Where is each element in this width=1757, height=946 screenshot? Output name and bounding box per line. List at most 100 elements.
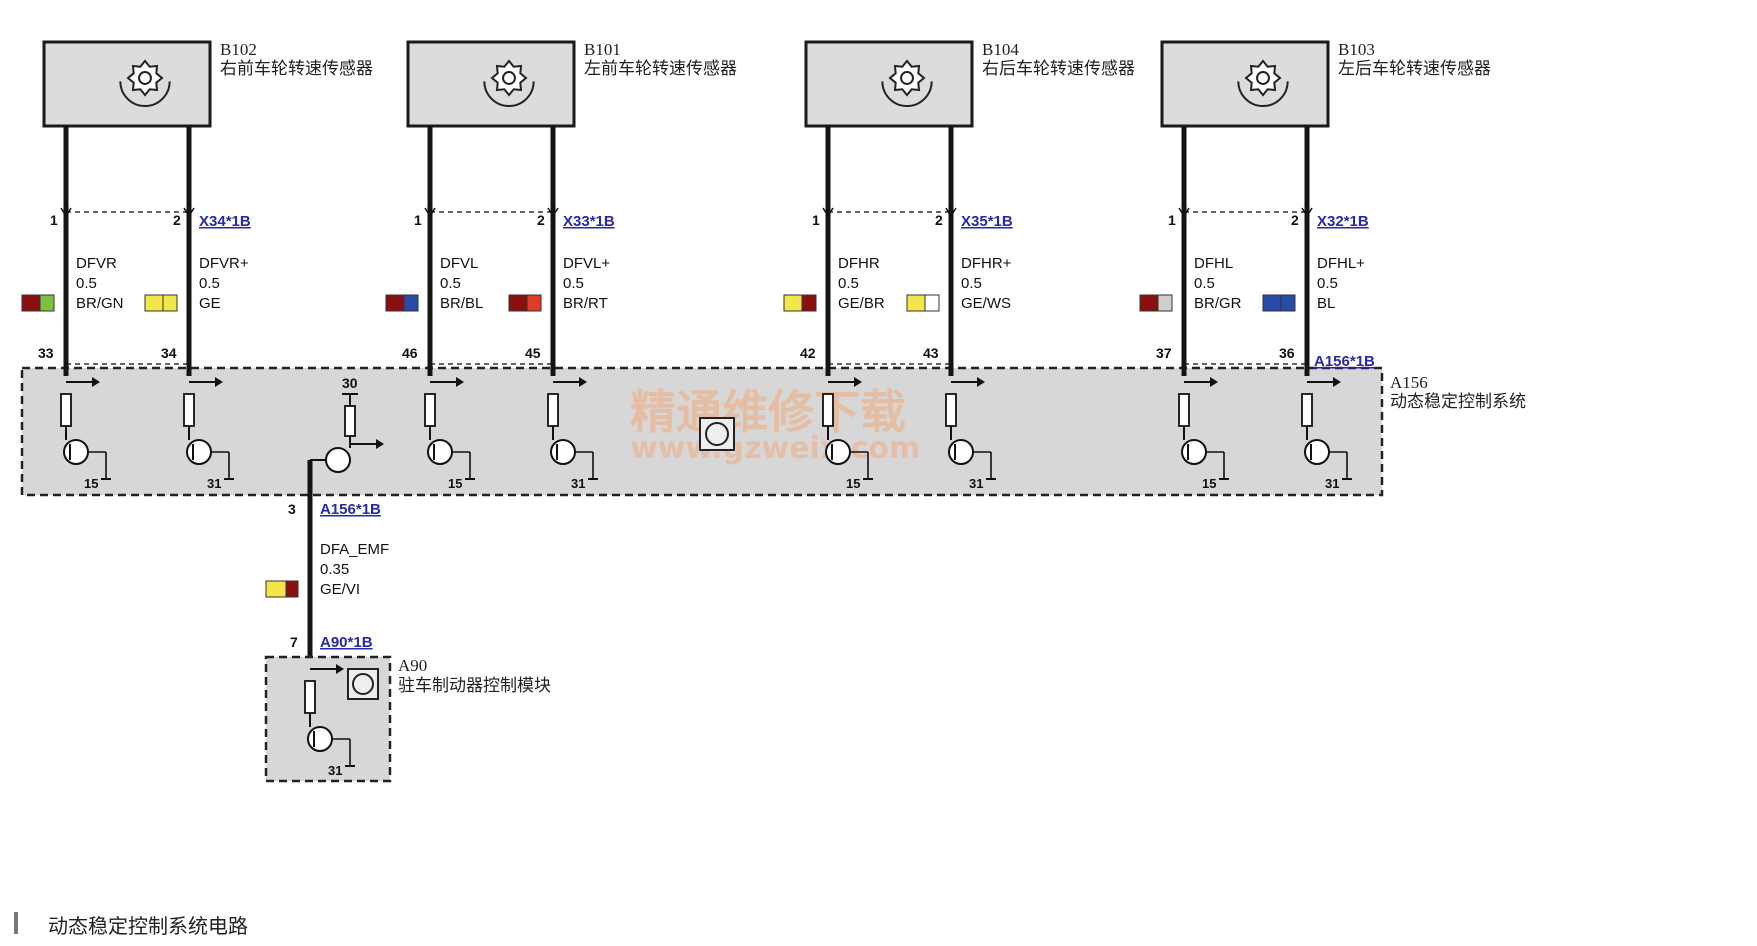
transistor-icon <box>427 439 453 465</box>
gear-icon <box>1237 59 1289 107</box>
wire-swatch <box>1139 294 1159 312</box>
transistor-stage: 31 <box>547 377 598 491</box>
connector-label: X34*1B <box>199 213 251 230</box>
sensor-box <box>406 40 576 128</box>
sensor-code: B101 <box>584 40 621 59</box>
arrow-icon <box>456 377 464 387</box>
sensor-b101: B101左前车轮转速传感器X33*1B1DFVL0.5BR/BL46152DFV… <box>385 40 737 491</box>
output-pin-label: 3 <box>288 501 296 517</box>
wire-signal: DFHR <box>838 255 880 272</box>
wire-swatch <box>385 294 405 312</box>
caption-marker <box>14 912 18 934</box>
gear-icon <box>881 59 933 107</box>
wire-swatch <box>783 294 803 312</box>
wire-color: BR/BL <box>440 295 483 312</box>
gear-icon <box>483 59 535 107</box>
transistor-stage: 15 <box>60 377 111 491</box>
wire-swatch <box>144 294 164 312</box>
ground-label: 15 <box>1202 476 1216 491</box>
wire-size: 0.5 <box>440 275 461 292</box>
gear-arc <box>119 81 171 107</box>
watermark-text: 精通维修下载 <box>630 385 906 439</box>
pin-top-label: 1 <box>812 212 820 228</box>
wire-signal: DFVR+ <box>199 255 249 272</box>
wire-size: 0.5 <box>1317 275 1338 292</box>
transistor-icon <box>186 439 212 465</box>
arrow-icon <box>336 664 344 674</box>
wire-swatch <box>285 580 299 598</box>
wire-swatch <box>403 294 419 312</box>
pin-top-label: 1 <box>50 212 58 228</box>
wire-size: 0.5 <box>1194 275 1215 292</box>
output-wire-size: 0.35 <box>320 561 349 578</box>
transistor-stage: 31 <box>1301 377 1352 491</box>
wire-swatch <box>906 294 926 312</box>
resistor <box>60 393 72 427</box>
pin-bottom-label: 46 <box>402 345 418 361</box>
arrow-icon <box>92 377 100 387</box>
pin-marker <box>1178 207 1190 218</box>
wire-size: 0.5 <box>199 275 220 292</box>
pin-top-label: 2 <box>173 212 181 228</box>
pin-marker <box>183 207 195 218</box>
transistor-icon <box>1181 439 1207 465</box>
sensor-b102: B102右前车轮转速传感器X34*1B1DFVR0.5BR/GN33152DFV… <box>21 40 373 491</box>
gear-arc <box>1237 81 1289 107</box>
sensor-name: 左前车轮转速传感器 <box>584 59 737 78</box>
sensor-code: B102 <box>220 40 257 59</box>
sensor-box <box>1160 40 1330 128</box>
connector-label: X33*1B <box>563 213 615 230</box>
pin-marker <box>945 207 957 218</box>
sensor-name: 左后车轮转速传感器 <box>1338 59 1491 78</box>
wire-color: BR/GR <box>1194 295 1242 312</box>
arrow-icon <box>1210 377 1218 387</box>
pin-bottom-label: 37 <box>1156 345 1172 361</box>
transistor-icon <box>1304 439 1330 465</box>
brake-icon <box>352 673 374 695</box>
wire-color: BL <box>1317 295 1335 312</box>
parking-module-name: 驻车制动器控制模块 <box>398 676 551 695</box>
control-unit-connector: A156*1B <box>1314 353 1375 370</box>
arrow-icon <box>215 377 223 387</box>
pin-top-label: 2 <box>935 212 943 228</box>
sensor-name: 右后车轮转速传感器 <box>982 59 1135 78</box>
ground-label: 15 <box>846 476 860 491</box>
wire-signal: DFHL+ <box>1317 255 1365 272</box>
gear-arc <box>881 81 933 107</box>
control-unit-name: 动态稳定控制系统 <box>1390 392 1526 411</box>
resistor <box>183 393 195 427</box>
ground-label: 15 <box>448 476 462 491</box>
resistor <box>547 393 559 427</box>
pin-bottom-label: 34 <box>161 345 177 361</box>
supply-pin-label: 30 <box>342 375 358 391</box>
pin-bottom-label: 42 <box>800 345 816 361</box>
sensor-code: B104 <box>982 40 1019 59</box>
wire-swatch <box>1280 294 1296 312</box>
ground-label: 31 <box>1325 476 1339 491</box>
sensor-box <box>42 40 212 128</box>
ground-label: 31 <box>328 763 342 778</box>
resistor <box>1301 393 1313 427</box>
pin-top-label: 1 <box>414 212 422 228</box>
wire-signal: DFVR <box>76 255 117 272</box>
transistor-stage: 31 <box>304 664 355 778</box>
wire-color: GE <box>199 295 221 312</box>
transistor-icon <box>63 439 89 465</box>
sensor-box <box>804 40 974 128</box>
pin-marker <box>547 207 559 218</box>
ground-label: 31 <box>969 476 983 491</box>
pin-bottom-label: 45 <box>525 345 541 361</box>
arrow-icon <box>1333 377 1341 387</box>
resistor <box>344 405 356 437</box>
parking-pin-label: 7 <box>290 634 298 650</box>
brake-icon <box>705 422 729 446</box>
wire-swatch <box>162 294 178 312</box>
wire-swatch <box>924 294 940 312</box>
wire-color: BR/RT <box>563 295 608 312</box>
pin-marker <box>1301 207 1313 218</box>
sensor-b103: B103左后车轮转速传感器X32*1B1DFHL0.5BR/GR37152DFH… <box>1139 40 1491 491</box>
transistor-icon <box>825 439 851 465</box>
pin-marker <box>822 207 834 218</box>
sensor-name: 右前车轮转速传感器 <box>220 59 373 78</box>
